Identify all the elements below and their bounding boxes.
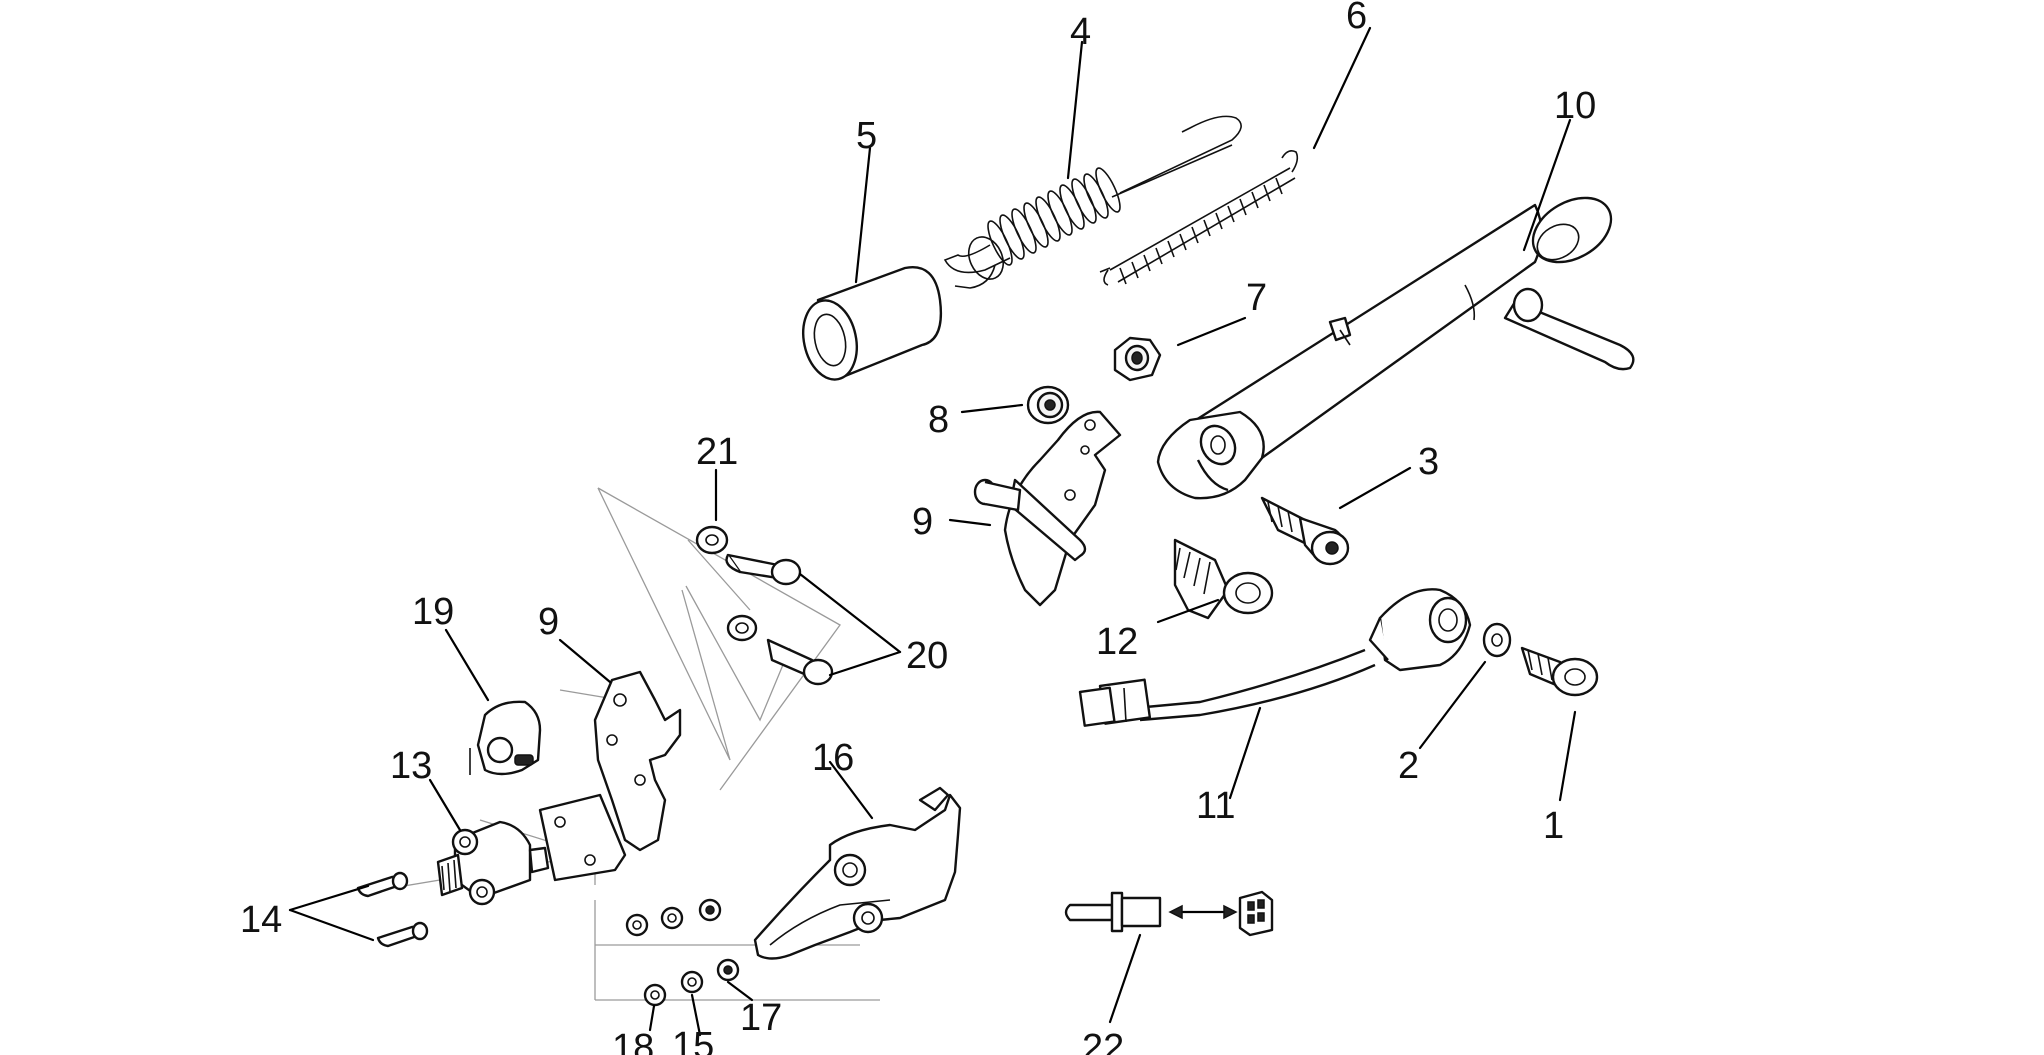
part-11-sensor-switch xyxy=(1078,588,1472,727)
callout-10: 10 xyxy=(1554,85,1596,127)
callout-16: 16 xyxy=(812,737,854,779)
part-19-cover xyxy=(469,700,542,776)
callout-15: 15 xyxy=(672,1025,714,1055)
part-20-screws xyxy=(725,553,834,686)
part-6-spring-short xyxy=(1099,150,1299,286)
callout-7: 7 xyxy=(1246,277,1267,319)
part-1-bolt xyxy=(1520,646,1599,697)
callout-6: 6 xyxy=(1346,0,1367,37)
part-12-bolt xyxy=(1173,538,1274,620)
callout-8: 8 xyxy=(928,399,949,441)
part-14-screws xyxy=(356,871,429,948)
callout-14: 14 xyxy=(240,899,282,941)
part-9-bracket-right xyxy=(973,410,1122,607)
callout-11: 11 xyxy=(1196,785,1235,827)
callout-1: 1 xyxy=(1543,805,1564,847)
callout-19: 19 xyxy=(412,591,454,633)
callout-21: 21 xyxy=(696,431,738,473)
callout-20: 20 xyxy=(906,635,948,677)
callout-18: 18 xyxy=(612,1027,654,1055)
part-9-bracket-left xyxy=(538,670,682,882)
callout-2: 2 xyxy=(1398,745,1419,787)
part-4-spring-long xyxy=(943,115,1242,289)
part-2-washer xyxy=(1482,622,1512,658)
callout-13: 13 xyxy=(390,745,432,787)
callout-3: 3 xyxy=(1418,441,1439,483)
callout-5: 5 xyxy=(856,115,877,157)
part-22-connector xyxy=(1064,890,1274,937)
callout-9-left: 9 xyxy=(538,601,559,643)
part-13-switch xyxy=(436,820,550,906)
callout-labels: 1 2 3 4 5 6 7 8 9 9 10 11 12 13 14 15 16… xyxy=(240,0,1596,1055)
part-3-stepped-pin xyxy=(1260,496,1350,566)
part-21-washer xyxy=(695,525,729,555)
part-16-cover xyxy=(753,786,962,960)
part-15-17-18-washers-nuts xyxy=(625,898,740,1007)
callout-22: 22 xyxy=(1082,1027,1124,1055)
part-5-sleeve xyxy=(802,265,943,381)
part-10-side-stand xyxy=(1156,196,1635,500)
callout-4: 4 xyxy=(1070,11,1091,53)
callout-9-right: 9 xyxy=(912,501,933,543)
callout-12: 12 xyxy=(1096,621,1138,663)
part-7-nut xyxy=(1113,336,1162,382)
part-8-flange-nut xyxy=(1026,385,1070,425)
leader-lines xyxy=(288,26,1577,1037)
callout-17: 17 xyxy=(740,997,782,1039)
